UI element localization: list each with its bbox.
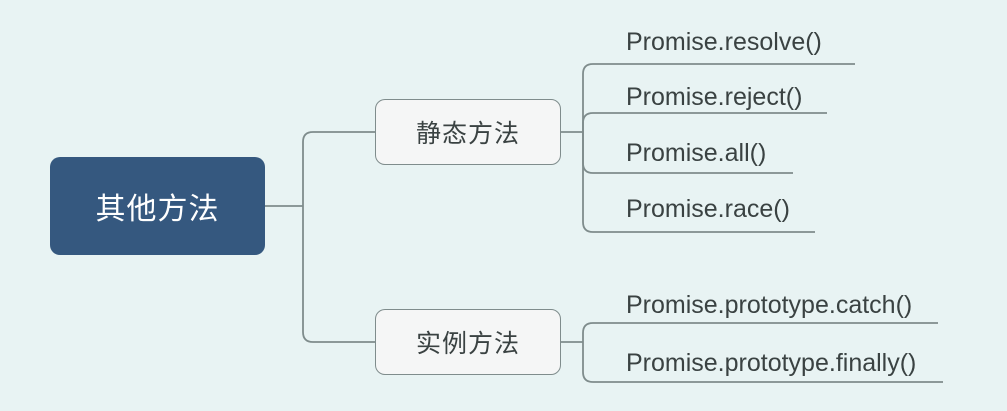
leaf-promise-prototype-catch[interactable]: Promise.prototype.catch() [626, 291, 913, 319]
leaf-promise-resolve[interactable]: Promise.resolve() [626, 28, 822, 56]
leaf-promise-prototype-finally[interactable]: Promise.prototype.finally() [626, 349, 917, 377]
branch-node-static-methods[interactable]: 静态方法 [375, 99, 561, 165]
branch-node-static-label: 静态方法 [415, 120, 520, 148]
connector-root-to-static [302, 131, 375, 206]
root-node-label: 其他方法 [95, 193, 220, 226]
connector-root-to-instance [302, 206, 375, 343]
leaf-promise-race[interactable]: Promise.race() [626, 195, 790, 223]
branch-node-instance-label: 实例方法 [415, 330, 520, 358]
leaf-promise-reject[interactable]: Promise.reject() [626, 83, 803, 111]
connector-instance-to-catch [582, 322, 938, 342]
leaf-promise-all[interactable]: Promise.all() [626, 139, 767, 167]
root-node-other-methods[interactable]: 其他方法 [50, 157, 265, 255]
branch-node-instance-methods[interactable]: 实例方法 [375, 309, 561, 375]
connector-static-to-reject [582, 112, 827, 132]
